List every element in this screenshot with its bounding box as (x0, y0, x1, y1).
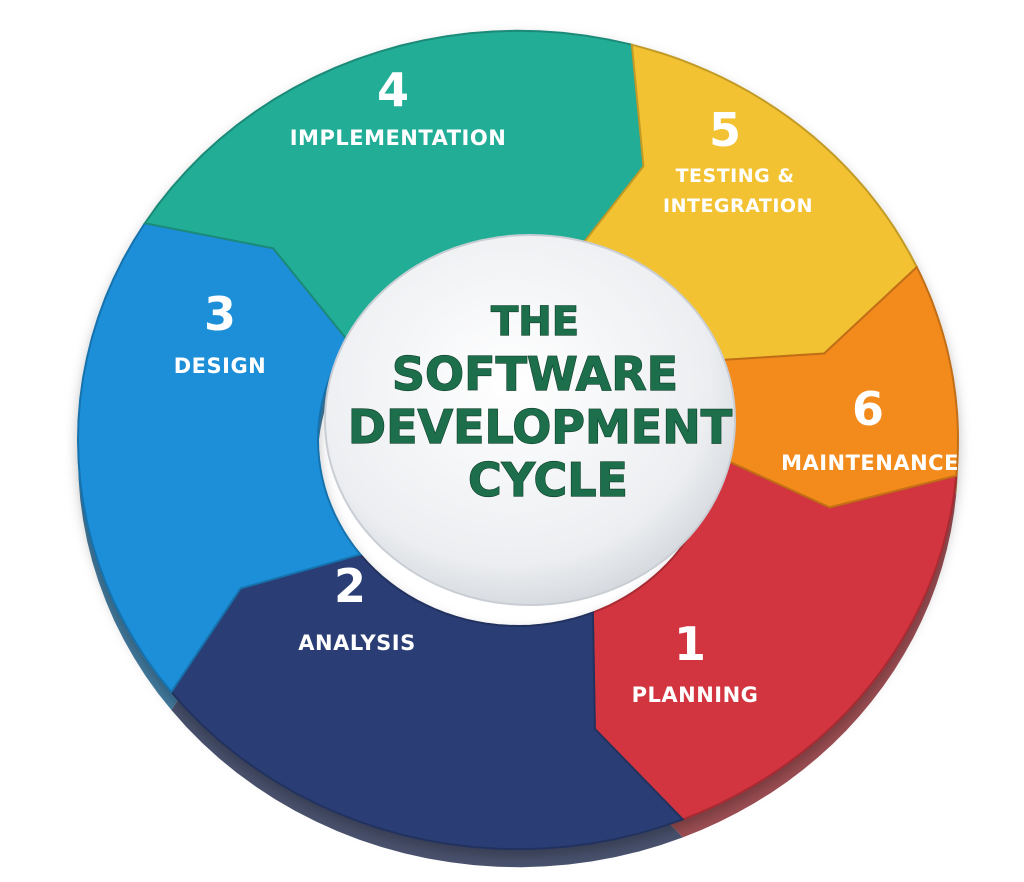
title-line-2: SOFTWARE (392, 347, 678, 401)
stage-1-number: 1 (674, 617, 706, 671)
stage-6-label: MAINTENANCE (781, 451, 959, 475)
stage-3-segment (76, 222, 363, 694)
stage-2-label: ANALYSIS (298, 631, 415, 655)
stage-4-labels: 4 IMPLEMENTATION (290, 63, 507, 150)
stage-1-labels: 1 PLANNING (632, 617, 759, 707)
stage-4-label: IMPLEMENTATION (290, 126, 507, 150)
stage-2-number: 2 (334, 559, 366, 613)
stage-2-labels: 2 ANALYSIS (298, 559, 415, 655)
center-disc (324, 234, 736, 606)
stage-1-label: PLANNING (632, 683, 759, 707)
stage-2-segment (170, 553, 685, 851)
stage-5-label-line-2: INTEGRATION (663, 195, 813, 217)
stage-5-number: 5 (709, 103, 741, 157)
center-title: THE SOFTWARE DEVELOPMENT CYCLE (347, 298, 733, 507)
stage-6-number: 6 (852, 382, 884, 436)
title-line-4: CYCLE (468, 453, 628, 507)
stage-5-labels: 5 TESTING & INTEGRATION (663, 103, 813, 217)
stage-4-number: 4 (377, 63, 409, 117)
stage-5-label-line-1: TESTING & (676, 165, 795, 187)
title-line-3: DEVELOPMENT (348, 400, 733, 454)
stage-3-label: DESIGN (174, 354, 267, 378)
stage-3-labels: 3 DESIGN (174, 287, 267, 378)
title-line-1: THE (491, 299, 579, 345)
stage-6-labels: 6 MAINTENANCE (781, 382, 959, 475)
stage-3-number: 3 (204, 287, 236, 341)
